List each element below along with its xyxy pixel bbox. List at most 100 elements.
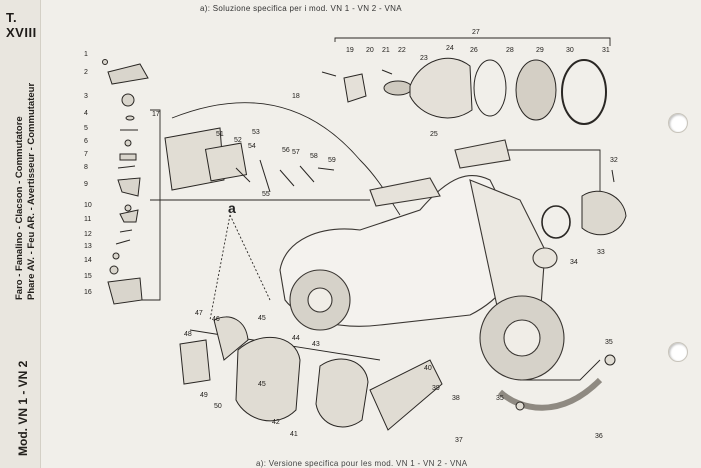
taillight-lens-icon — [204, 142, 248, 182]
callout-30: 30 — [566, 47, 574, 54]
callout-33: 33 — [597, 249, 605, 256]
callout-4: 4 — [84, 110, 88, 117]
callout-21: 21 — [382, 47, 390, 54]
callout-18: 18 — [292, 93, 300, 100]
punch-hole-bottom — [668, 342, 688, 362]
taillight-group — [164, 127, 335, 193]
callout-37: 37 — [455, 437, 463, 444]
footer-note: a): Versione specifica pour les mod. VN … — [256, 459, 468, 468]
callout-25: 25 — [430, 131, 438, 138]
callout-11: 11 — [84, 216, 91, 223]
lens-icon — [515, 59, 557, 121]
bolt-55-icon — [259, 159, 271, 193]
bracket-53-icon — [235, 167, 251, 183]
headlamp-group — [321, 57, 607, 125]
callout-34: 34 — [570, 259, 578, 266]
callout-53: 53 — [252, 129, 260, 136]
spring-icon — [117, 165, 136, 169]
contact-icon — [119, 229, 133, 233]
callout-17: 17 — [152, 111, 160, 118]
callout-22: 22 — [398, 47, 406, 54]
shell-44-icon — [235, 336, 301, 422]
grommet-icon — [109, 265, 119, 275]
plate-number: T. XVIII — [6, 10, 37, 40]
horn-front — [532, 247, 558, 269]
callout-45: 45 — [258, 381, 266, 388]
scooter-seat — [369, 177, 441, 207]
screw-32-icon — [611, 169, 615, 183]
cover-40-icon — [369, 359, 443, 431]
callout-54: 54 — [248, 143, 256, 150]
clip-21-icon — [381, 69, 393, 75]
side-strip: T. XVIII Faro - Fanalino - Clacson - Com… — [0, 0, 41, 468]
callout-43: 43 — [312, 341, 320, 348]
callout-31: 31 — [602, 47, 610, 54]
callout-35: 35 — [605, 339, 613, 346]
callout-26: 26 — [470, 47, 478, 54]
group-label-a: a — [228, 200, 236, 216]
callout-58: 58 — [310, 153, 318, 160]
horn-cover-icon — [107, 63, 149, 85]
washer-icon — [125, 115, 135, 121]
bulb-holder-icon — [343, 73, 367, 103]
callout-9: 9 — [84, 181, 88, 188]
callout-41: 41 — [290, 431, 298, 438]
horn-gasket-icon — [541, 205, 571, 239]
callout-1: 1 — [84, 51, 88, 58]
grommet-35a-icon — [515, 401, 525, 411]
leader-cable — [520, 359, 601, 381]
callout-14: 14 — [84, 257, 92, 264]
gasket-icon — [473, 59, 507, 117]
callout-32: 32 — [610, 157, 618, 164]
ring-icon — [112, 252, 120, 260]
callout-48: 48 — [184, 331, 192, 338]
callout-40: 40 — [424, 365, 432, 372]
screw-18-icon — [321, 71, 337, 77]
callout-3: 3 — [84, 93, 88, 100]
taillight-housing-icon — [164, 127, 225, 191]
reflector-48-icon — [179, 339, 211, 385]
callout-29: 29 — [536, 47, 544, 54]
scooter-illustration — [279, 139, 565, 381]
bulb-icon — [383, 80, 413, 96]
callout-47: 47 — [195, 310, 203, 317]
callout-59: 59 — [328, 157, 336, 164]
horn-body-icon — [581, 190, 627, 236]
leader-a — [209, 214, 271, 321]
callout-24: 24 — [446, 45, 454, 52]
callout-56: 56 — [282, 147, 290, 154]
callout-12: 12 — [84, 231, 92, 238]
lower-group — [179, 316, 616, 431]
callout-23: 23 — [420, 55, 428, 62]
screw-icon — [102, 59, 108, 65]
rivet-icon — [124, 204, 132, 212]
screw-small-icon — [115, 239, 131, 245]
callout-5: 5 — [84, 125, 88, 132]
punch-hole-top — [668, 113, 688, 133]
callout-46: 46 — [212, 316, 220, 323]
callout-20: 20 — [366, 47, 374, 54]
callout-6: 6 — [84, 138, 88, 145]
callout-8: 8 — [84, 164, 88, 171]
callout-49: 49 — [200, 392, 208, 399]
callout-57: 57 — [292, 149, 300, 156]
callout-38: 38 — [452, 395, 460, 402]
reflector-icon — [409, 57, 473, 119]
callout-28: 28 — [506, 47, 514, 54]
grommet-35b-icon — [604, 354, 616, 366]
front-hub — [503, 319, 541, 357]
commutator-icon — [107, 277, 143, 305]
callout-50: 50 — [214, 403, 222, 410]
callout-36: 36 — [595, 433, 603, 440]
front-fender — [469, 179, 546, 321]
leader-horn — [495, 149, 601, 200]
switch-body-icon — [117, 177, 141, 197]
fasteners-icon — [279, 165, 335, 187]
clip-icon — [119, 209, 139, 223]
callout-45: 45 — [258, 315, 266, 322]
nut-icon — [121, 93, 135, 107]
callout-10: 10 — [84, 202, 92, 209]
